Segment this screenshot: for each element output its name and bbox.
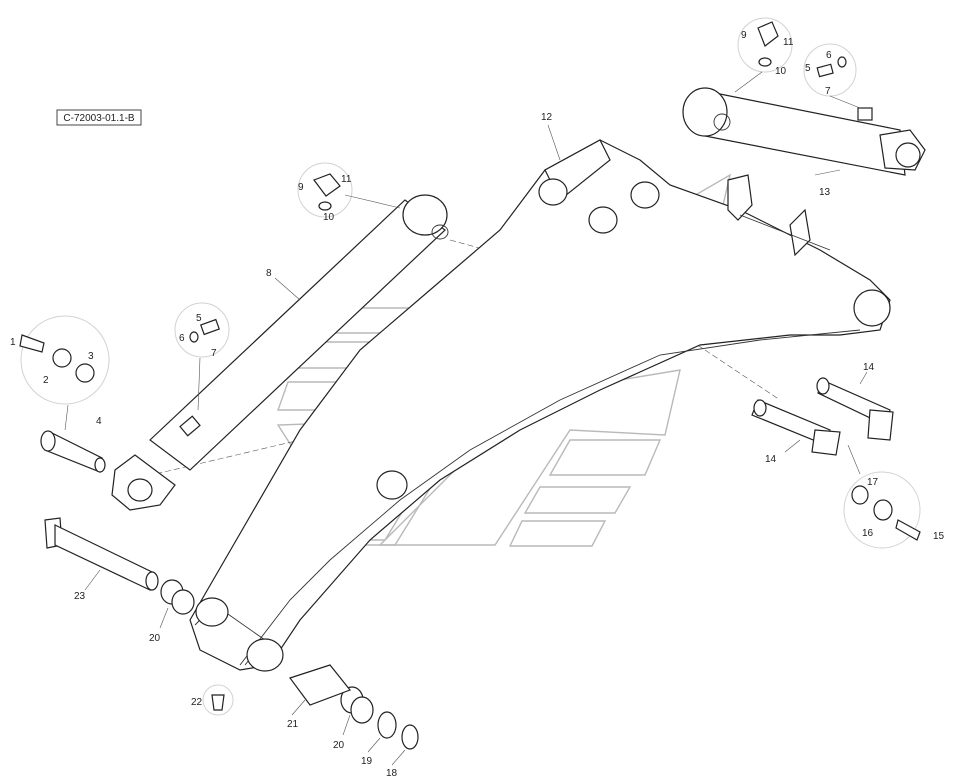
callout-label: 17 — [867, 477, 879, 488]
detail-bubble-1-3 — [19, 315, 110, 405]
callout-label: 23 — [74, 591, 86, 602]
detail-bubble-5-7-right — [803, 43, 857, 97]
pin-23 — [44, 517, 159, 591]
callout-label: 9 — [741, 30, 747, 41]
callout-label: 9 — [298, 182, 304, 193]
callout-label: 22 — [191, 697, 203, 708]
pin-14-upper — [816, 377, 894, 441]
bushing-20-upper — [160, 579, 195, 615]
callout-label: 20 — [149, 633, 161, 644]
callout-label: 13 — [819, 187, 831, 198]
left-cylinder — [111, 194, 449, 511]
drawing-reference: C-72003-01.1-B — [56, 109, 142, 126]
leader-lines — [64, 71, 868, 766]
drawing-reference-text: C-72003-01.1-B — [63, 113, 134, 124]
callout-label: 21 — [287, 719, 299, 730]
callout-label: 10 — [323, 212, 335, 223]
detail-bubble-5-7-left — [174, 302, 230, 358]
shell-21 — [289, 664, 351, 706]
callout-label: 12 — [541, 112, 553, 123]
callout-label: 14 — [765, 454, 777, 465]
callout-label: 11 — [783, 37, 794, 48]
callout-label: 20 — [333, 740, 345, 751]
callout-label: 6 — [826, 50, 832, 61]
ring-19 — [377, 711, 397, 739]
callout-label: 7 — [825, 86, 831, 97]
detail-bubble-15-17 — [843, 471, 921, 549]
callout-label: 7 — [211, 348, 217, 359]
callout-label: 5 — [805, 63, 811, 74]
callout-label: 15 — [933, 531, 945, 542]
callout-label: 3 — [88, 351, 94, 362]
callout-labels: 1 2 3 4 5 6 7 8 9 10 11 12 9 11 10 6 5 7… — [10, 30, 945, 777]
callout-label: 16 — [862, 528, 874, 539]
callout-label: 18 — [386, 768, 398, 777]
callout-label: 8 — [266, 268, 272, 279]
callout-label: 11 — [341, 174, 352, 185]
pin-14-lower — [751, 399, 841, 456]
boom-assembly — [189, 139, 891, 672]
detail-bubble-9-11-right — [737, 17, 793, 73]
callout-label: 19 — [361, 756, 373, 767]
callout-label: 1 — [10, 337, 16, 348]
right-cylinder — [682, 87, 926, 176]
callout-label: 10 — [775, 66, 787, 77]
circlip-18 — [401, 724, 419, 750]
callout-label: 2 — [43, 375, 49, 386]
callout-label: 6 — [179, 333, 185, 344]
detail-bubble-9-11-left — [297, 162, 353, 218]
callout-label: 14 — [863, 362, 875, 373]
callout-label: 5 — [196, 313, 202, 324]
grease-nipple-22 — [202, 684, 234, 716]
pin-4 — [40, 430, 106, 473]
drawing-reference-box — [56, 109, 142, 126]
callout-label: 4 — [96, 416, 102, 427]
bushing-20-lower — [340, 686, 374, 724]
